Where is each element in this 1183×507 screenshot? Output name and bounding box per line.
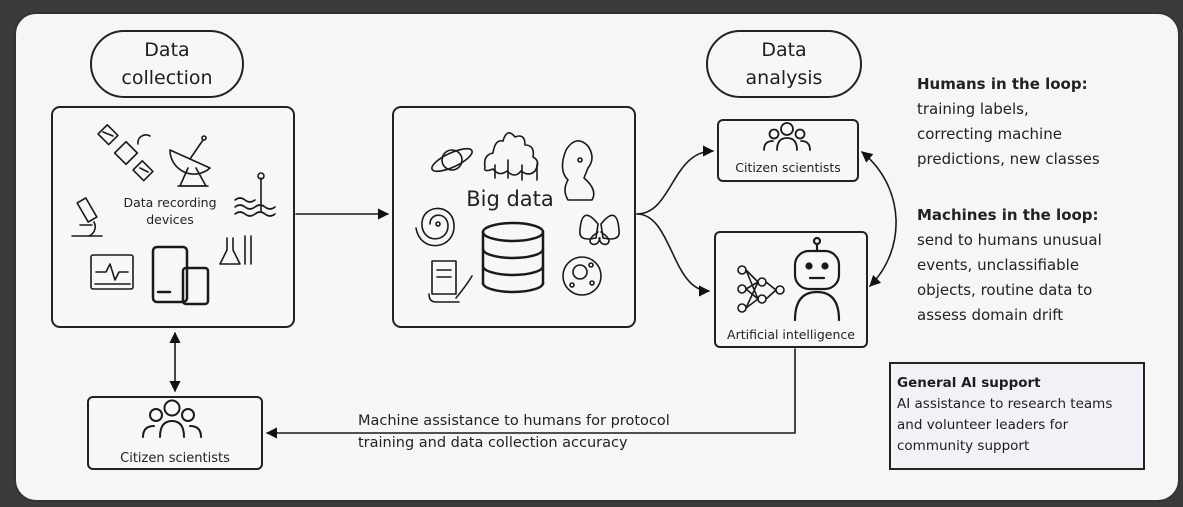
humans-loop-line-2: correcting machine — [917, 125, 1062, 143]
data-analysis-pill: Data analysis — [706, 30, 862, 98]
butterfly-icon — [579, 214, 620, 246]
data-recording-devices-box — [51, 106, 295, 328]
machines-loop-line-3: objects, routine data to — [917, 281, 1093, 299]
artificial-intelligence-label: Artificial intelligence — [727, 327, 855, 342]
general-ai-line-2: and volunteer leaders for — [897, 417, 1069, 433]
big-data-label: Big data — [466, 187, 554, 211]
assistance-line-1: Machine assistance to humans for protoco… — [358, 413, 670, 429]
microscope-icon — [71, 197, 103, 237]
lab-flask-icon — [219, 235, 252, 265]
humans-loop-line-3: predictions, new classes — [917, 150, 1100, 168]
analysis-citizen-scientists-box — [717, 119, 859, 182]
bigdata-to-citizen-arrow — [636, 145, 715, 215]
analysis-citizen-label: Citizen scientists — [735, 160, 841, 175]
assistance-line-2: training and data collection accuracy — [358, 435, 628, 451]
data-analysis-line-1: Data — [761, 39, 807, 61]
humans-loop-line-1: training labels, — [917, 100, 1029, 118]
cell-icon — [562, 256, 602, 296]
satellite-icon — [97, 124, 154, 182]
bottom-citizen-scientists-box — [87, 396, 263, 470]
data-collection-line-1: Data — [144, 39, 190, 61]
devices-label-line-1: Data recording — [123, 195, 217, 210]
trees-icon — [483, 132, 539, 181]
planet-icon — [431, 147, 473, 173]
general-ai-support-box: General AI support AI assistance to rese… — [889, 362, 1145, 470]
assistance-text: Machine assistance to humans for protoco… — [358, 410, 748, 454]
robot-icon — [793, 236, 841, 322]
machines-loop-line-1: send to humans unusual — [917, 231, 1102, 249]
humans-in-loop-note: Humans in the loop: training labels, cor… — [917, 72, 1167, 172]
devices-label: Data recording devices — [100, 194, 240, 228]
scroll-feather-icon — [428, 260, 473, 303]
machines-loop-line-2: events, unclassifiable — [917, 256, 1080, 274]
ai-to-citizen-arrow — [265, 348, 796, 439]
machines-loop-line-4: assess domain drift — [917, 306, 1064, 324]
bottom-citizen-people-icon — [142, 399, 202, 438]
machines-loop-title: Machines in the loop: — [917, 206, 1099, 224]
humans-loop-title: Humans in the loop: — [917, 75, 1088, 93]
water-sensor-icon — [234, 172, 276, 217]
database-icon — [481, 221, 545, 294]
tablet-phone-icon — [151, 245, 210, 306]
bottom-citizen-label: Citizen scientists — [120, 451, 230, 466]
lion-icon — [561, 140, 595, 201]
citizen-scientists-people-icon — [763, 122, 811, 151]
neural-network-icon — [737, 265, 785, 313]
galaxy-icon — [415, 207, 455, 247]
data-analysis-line-2: analysis — [745, 67, 823, 89]
artificial-intelligence-box — [714, 231, 868, 348]
general-ai-line-3: community support — [897, 438, 1030, 454]
satellite-dish-icon — [169, 135, 211, 187]
data-collection-line-2: collection — [121, 67, 213, 89]
machines-in-loop-note: Machines in the loop: send to humans unu… — [917, 203, 1167, 328]
bigdata-to-ai-arrow — [636, 213, 711, 297]
general-ai-title: General AI support — [897, 375, 1041, 391]
devices-label-line-2: devices — [146, 212, 194, 227]
data-collection-pill: Data collection — [90, 30, 244, 98]
heart-monitor-icon — [90, 254, 134, 290]
loop-arrow — [861, 151, 897, 287]
general-ai-line-1: AI assistance to research teams — [897, 396, 1113, 412]
